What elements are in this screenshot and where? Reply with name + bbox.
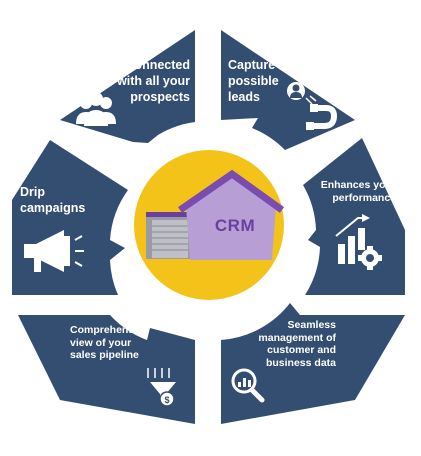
segment-prospects-label: Connected with all your prospects xyxy=(108,57,190,105)
segment-prospects-line-1: Connected xyxy=(125,58,190,72)
segment-leads-line-1: Capture all xyxy=(228,58,293,72)
segment-performance-line-1: Enhances your xyxy=(320,179,396,191)
magnifier-chart-icon xyxy=(231,368,265,403)
crm-building-icon xyxy=(146,169,285,260)
megaphone-icon xyxy=(24,230,84,272)
segment-pipeline-line-1: Comprehensive xyxy=(70,324,149,336)
segment-pipeline-label: Comprehensive view of your sales pipelin… xyxy=(70,324,166,362)
magnet-user-icon xyxy=(287,82,338,130)
segment-performance xyxy=(303,138,405,295)
segment-prospects-line-2: with all your xyxy=(117,74,190,88)
people-group-icon xyxy=(76,92,116,126)
segment-data-line-3: customer and xyxy=(267,344,336,356)
segment-drip-line-1: Drip xyxy=(20,185,45,199)
funnel-dollar-icon: $ xyxy=(147,368,176,407)
segment-leads-line-2: possible xyxy=(228,74,279,88)
segment-data-line-2: management of xyxy=(258,331,336,344)
segment-data-line-1: Seamless xyxy=(287,319,336,331)
segment-drip-line-2: campaigns xyxy=(20,201,86,215)
segment-pipeline xyxy=(18,315,195,424)
segment-performance-line-2: performance xyxy=(332,192,396,204)
svg-text:$: $ xyxy=(164,395,169,405)
segment-data-line-4: business data xyxy=(265,356,336,369)
crm-label: CRM xyxy=(214,216,256,235)
segment-leads-line-3: leads xyxy=(228,90,260,104)
segment-pipeline-line-2: view of your xyxy=(70,336,132,349)
chart-gear-icon xyxy=(335,214,382,270)
segment-prospects-line-3: prospects xyxy=(130,90,190,104)
segment-data-label: Seamless management of customer and busi… xyxy=(250,319,336,369)
segment-data xyxy=(221,303,405,424)
segment-performance-label: Enhances your performance xyxy=(310,179,396,205)
segment-drip-label: Drip campaigns xyxy=(20,184,100,216)
segment-leads-label: Capture all possible leads xyxy=(228,57,328,105)
segment-drip xyxy=(12,140,128,295)
segment-pipeline-line-3: sales pipeline xyxy=(70,349,139,361)
